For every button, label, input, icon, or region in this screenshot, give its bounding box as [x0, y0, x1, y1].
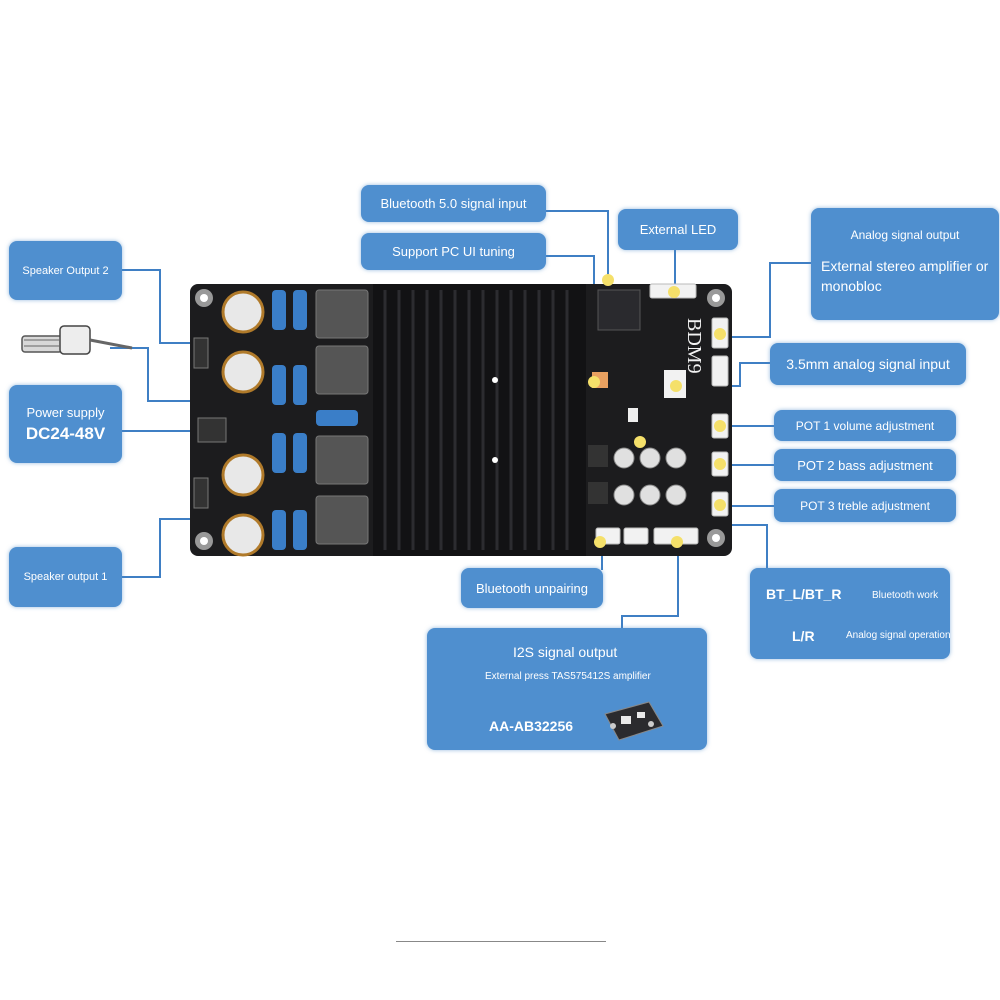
pot3-label: POT 3 treble adjustment — [800, 498, 930, 513]
external-led-label: External LED — [639, 222, 717, 237]
callout-speaker-output-2: Speaker Output 2 — [9, 241, 122, 300]
bluetooth-unpairing-label: Bluetooth unpairing — [475, 580, 589, 596]
board-model-label: BDM9 — [683, 318, 705, 374]
lead-analog-in — [740, 362, 770, 364]
lead-external-led — [674, 250, 676, 290]
callout-power-supply: Power supply DC24-48V — [9, 385, 122, 463]
analog-operation-label: Analog signal operation — [846, 630, 951, 641]
lead-bt-input — [607, 210, 609, 280]
heatsink — [373, 284, 586, 556]
chip — [588, 445, 608, 467]
callout-external-led: External LED — [618, 209, 738, 250]
lr-label: L/R — [792, 628, 815, 644]
film-capacitors — [272, 290, 358, 550]
bluetooth-input-label: Bluetooth 5.0 signal input — [380, 196, 527, 211]
switch — [628, 408, 638, 422]
lead-speaker2 — [159, 342, 195, 344]
mounting-hole — [712, 294, 720, 302]
analog-input-label: 3.5mm analog signal input — [786, 356, 950, 372]
callout-pc-tuning: Support PC UI tuning — [361, 233, 546, 270]
callout-pot2: POT 2 bass adjustment — [774, 449, 956, 481]
bluetooth-module — [597, 289, 641, 331]
i2s-model: AA-AB32256 — [489, 718, 574, 734]
banana-plug-icon — [21, 325, 133, 355]
small-capacitors — [613, 447, 687, 506]
callout-analog-output: Analog signal output External stereo amp… — [811, 208, 999, 320]
lead-i2s — [622, 615, 679, 617]
heatsink-screw — [492, 377, 498, 383]
callout-bluetooth-unpairing: Bluetooth unpairing — [461, 568, 603, 608]
i2s-title: I2S signal output — [513, 644, 618, 660]
heatsink-fins — [383, 290, 569, 550]
power-supply-voltage: DC24-48V — [25, 423, 106, 443]
speaker-output-1-label: Speaker output 1 — [23, 571, 108, 583]
speaker-output-2-label: Speaker Output 2 — [22, 264, 109, 277]
lead-power — [122, 430, 196, 432]
power-supply-title: Power supply — [26, 404, 105, 420]
lead-plug — [147, 347, 149, 401]
i2s-module-icon — [604, 701, 664, 741]
chip — [588, 482, 608, 504]
bt-lr-label: BT_L/BT_R — [766, 586, 842, 602]
lead-analog-out — [770, 262, 812, 264]
speaker1-terminal — [193, 477, 209, 509]
capacitor — [221, 290, 265, 557]
heatsink-screw — [492, 457, 498, 463]
lead-bt-lr — [766, 524, 768, 570]
lead-pot2 — [722, 464, 774, 466]
lead-plug — [147, 400, 195, 402]
callout-bluetooth-input: Bluetooth 5.0 signal input — [361, 185, 546, 222]
lead-speaker2 — [122, 269, 160, 271]
callout-analog-input: 3.5mm analog signal input — [770, 343, 966, 385]
lead-speaker2 — [159, 269, 161, 343]
pc-tuning-label: Support PC UI tuning — [392, 244, 515, 259]
analog-output-desc: External stereo amplifier or monobloc — [821, 258, 989, 294]
callout-pot3: POT 3 treble adjustment — [774, 489, 956, 522]
callout-speaker-output-1: Speaker output 1 — [9, 547, 122, 607]
lead-analog-out — [722, 336, 771, 338]
indicator-dots — [588, 274, 726, 548]
callout-pot1: POT 1 volume adjustment — [774, 410, 956, 441]
callout-i2s-output: I2S signal output External press TAS5754… — [427, 628, 707, 750]
i2s-desc: External press TAS575412S amplifier — [485, 671, 651, 682]
lead-analog-out — [769, 262, 771, 337]
mounting-hole — [712, 534, 720, 542]
inductors — [315, 289, 369, 545]
bluetooth-work-label: Bluetooth work — [872, 590, 939, 601]
bottom-divider — [396, 941, 606, 942]
power-terminal — [197, 417, 227, 443]
analog-output-title: Analog signal output — [850, 228, 960, 242]
mounting-hole — [200, 294, 208, 302]
lead-pc-tuning — [546, 255, 594, 257]
lead-pot1 — [722, 425, 774, 427]
lead-speaker1 — [122, 576, 160, 578]
speaker2-terminal — [193, 337, 209, 369]
mounting-hole — [200, 537, 208, 545]
lead-bt-input — [546, 210, 608, 212]
pot2-label: POT 2 bass adjustment — [797, 457, 933, 473]
callout-bt-lr: BT_L/BT_R Bluetooth work L/R Analog sign… — [750, 568, 951, 659]
lead-i2s — [677, 542, 679, 616]
lead-i2s — [621, 615, 623, 630]
pot1-label: POT 1 volume adjustment — [795, 418, 935, 433]
lead-speaker1 — [159, 518, 195, 520]
lead-pot3 — [722, 505, 774, 507]
lead-speaker1 — [159, 518, 161, 578]
lead-analog-in — [739, 362, 741, 386]
